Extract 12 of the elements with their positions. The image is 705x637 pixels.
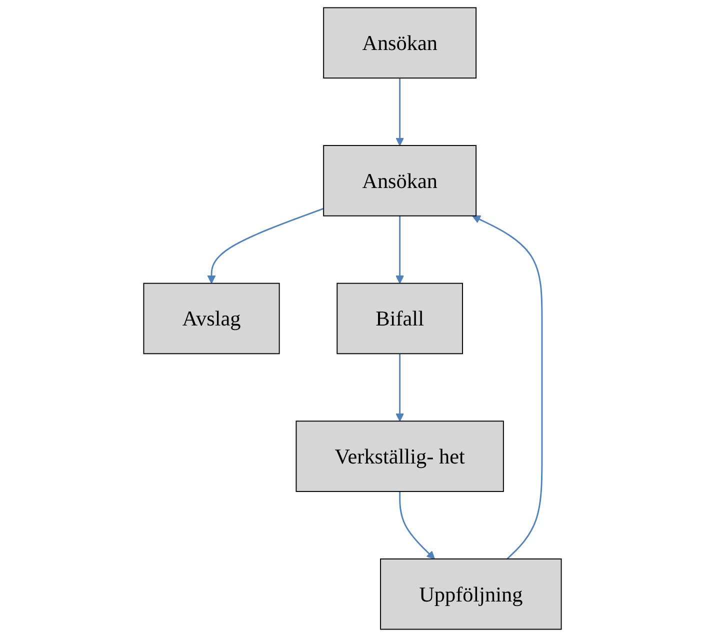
arrow [396,78,404,146]
node-box: Verkställig- het [296,420,504,492]
arrow [207,208,324,284]
node-box: Avslag [143,282,280,354]
node-box: Bifall [336,282,463,354]
arrow [399,491,435,560]
node-box: Ansökan [323,145,477,216]
node-box: Ansökan [323,7,477,79]
arrow [396,216,404,284]
node-box: Uppföljning [380,558,562,630]
arrow [472,215,543,560]
arrow [396,354,404,422]
